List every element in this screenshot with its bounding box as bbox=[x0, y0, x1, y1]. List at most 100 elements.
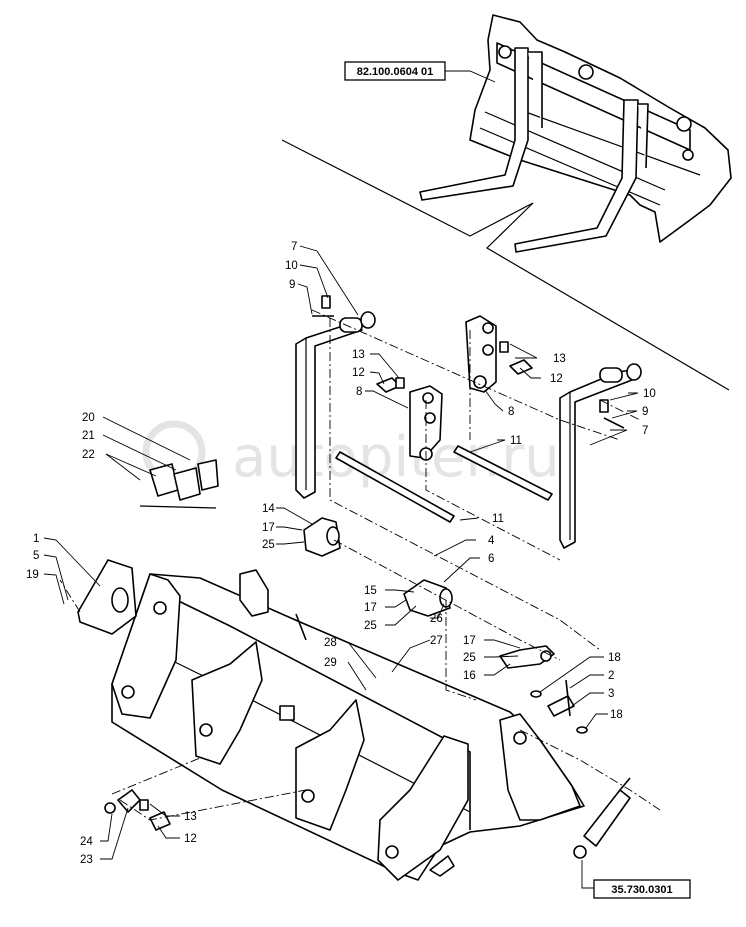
leader-8-left bbox=[365, 390, 409, 409]
leader-22 bbox=[105, 453, 141, 481]
leader-15 bbox=[385, 589, 415, 593]
callout-18: 18 bbox=[610, 709, 623, 721]
callout-13: 13 bbox=[553, 353, 566, 365]
leader-3 bbox=[571, 692, 604, 707]
callout-21: 21 bbox=[82, 430, 95, 442]
callout-20: 20 bbox=[82, 412, 95, 424]
callout-19: 19 bbox=[26, 569, 39, 581]
callout-leaders bbox=[43, 245, 639, 889]
fork-assembly-reference[interactable]: 82.100.0604 01 bbox=[344, 61, 496, 83]
leader-10-right bbox=[609, 392, 639, 401]
rib-1-pin bbox=[199, 723, 213, 737]
hinge-pin bbox=[149, 811, 171, 831]
axis-5 bbox=[333, 539, 561, 661]
axis-8 bbox=[111, 757, 307, 821]
axis-1 bbox=[311, 309, 621, 441]
side-pivot-right bbox=[513, 731, 527, 745]
callout-14: 14 bbox=[262, 503, 275, 515]
callout-9: 9 bbox=[289, 279, 295, 291]
callout-11: 11 bbox=[492, 513, 504, 525]
leader-9-right bbox=[611, 410, 638, 419]
bracket-hole-1 bbox=[482, 322, 494, 334]
fork-assembly-group bbox=[281, 14, 732, 391]
leader-23 bbox=[100, 807, 129, 860]
leader-19 bbox=[43, 573, 65, 605]
cylinder-reference[interactable]: 35.730.0301 bbox=[593, 879, 691, 899]
assembly-center-lines bbox=[59, 309, 661, 821]
side-pivot-left-top bbox=[153, 601, 167, 615]
leader-2 bbox=[569, 674, 604, 689]
callout-12: 12 bbox=[550, 373, 563, 385]
callout-6: 6 bbox=[488, 553, 494, 565]
callout-17: 17 bbox=[262, 522, 275, 534]
leader-1 bbox=[43, 537, 101, 587]
callout-22: 22 bbox=[82, 449, 95, 461]
cylinder-eye bbox=[573, 845, 587, 859]
rib-3 bbox=[377, 735, 469, 881]
reference-label: 35.730.0301 bbox=[611, 884, 672, 896]
leader-cylinder-ref bbox=[581, 860, 594, 889]
leader-11-upper bbox=[469, 439, 506, 453]
cylinder-rod bbox=[619, 777, 631, 791]
leader-10-left bbox=[299, 264, 329, 299]
callout-25: 25 bbox=[262, 539, 275, 551]
leader-25-mid bbox=[385, 605, 417, 626]
leader-18-bottom bbox=[585, 713, 608, 729]
bracket-hole-2 bbox=[482, 344, 494, 356]
spring-10-left bbox=[321, 295, 331, 309]
bucket-back-edge bbox=[159, 591, 471, 830]
leader-12-left bbox=[369, 371, 385, 385]
callout-18: 18 bbox=[608, 652, 621, 664]
callout-13: 13 bbox=[352, 349, 365, 361]
clamp-piece-3 bbox=[197, 459, 219, 491]
cylinder-barrel bbox=[583, 789, 631, 847]
bracket-body bbox=[499, 645, 555, 669]
rib-2-pin bbox=[301, 789, 315, 803]
leader-12-right bbox=[519, 367, 541, 379]
center-plate bbox=[279, 705, 295, 721]
watermark-text: autopiter.ru bbox=[232, 425, 560, 490]
axis-2 bbox=[329, 318, 601, 651]
callout-12: 12 bbox=[352, 367, 365, 379]
leader-13-bottom bbox=[149, 803, 180, 817]
leader-29 bbox=[347, 661, 367, 691]
clip-18-bottom bbox=[576, 726, 588, 734]
leader-25-right bbox=[484, 655, 519, 658]
bracket-hole-1 bbox=[422, 392, 434, 404]
spring-10-right bbox=[599, 399, 609, 413]
pin-shaft bbox=[565, 679, 571, 717]
callout-12: 12 bbox=[184, 833, 197, 845]
clamp-base-line bbox=[139, 505, 217, 509]
mount-block-14 bbox=[303, 517, 341, 557]
right-fork-part bbox=[559, 363, 642, 549]
leader-12-bottom bbox=[157, 825, 180, 839]
spring-13-right bbox=[499, 341, 509, 353]
axis-7 bbox=[519, 729, 661, 811]
pin-12-right bbox=[509, 359, 533, 375]
callout-9: 9 bbox=[642, 406, 648, 418]
leader-9-left bbox=[297, 283, 313, 315]
callout-8: 8 bbox=[508, 406, 514, 418]
leader-13-left bbox=[370, 353, 400, 379]
callout-8: 8 bbox=[356, 386, 362, 398]
callout-25: 25 bbox=[364, 620, 377, 632]
callout-16: 16 bbox=[463, 670, 476, 682]
guard-1 bbox=[77, 559, 137, 635]
pivot-boss-right bbox=[676, 116, 692, 132]
spring-13-left bbox=[395, 377, 405, 389]
fork-right-sleeve bbox=[599, 367, 623, 383]
callout-5: 5 bbox=[33, 550, 39, 562]
fork-left-back bbox=[528, 51, 543, 128]
callout-10: 10 bbox=[643, 388, 656, 400]
callout-3: 3 bbox=[608, 688, 614, 700]
callout-17: 17 bbox=[364, 602, 377, 614]
fork-left-edge bbox=[303, 338, 316, 499]
rods-11 bbox=[335, 445, 553, 523]
leader-26 bbox=[430, 603, 445, 619]
hinge-23-24 bbox=[104, 789, 171, 831]
callout-7: 7 bbox=[291, 241, 297, 253]
left-fork-part bbox=[295, 295, 376, 499]
hinge-knob bbox=[104, 802, 116, 814]
